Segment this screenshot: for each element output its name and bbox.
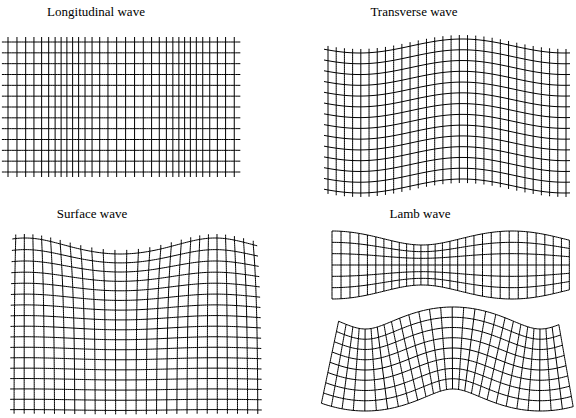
grid-line [492,38,493,186]
grid-line [2,128,240,129]
grid-line [451,35,452,183]
lamb-antisymmetric-grid [321,307,573,411]
grid-line [533,46,534,194]
longitudinal-grid [2,37,240,177]
grid-line [146,247,149,414]
grid-line [10,399,262,401]
grid-line [11,326,261,330]
grid-line [401,44,402,192]
grid-line [336,317,560,339]
grid-line [467,35,468,183]
transverse-grid [324,35,570,197]
grid-line [410,42,411,190]
grid-line [557,49,558,197]
grid-line [369,49,370,197]
grid-line [385,47,386,195]
grid-line [2,85,240,86]
surface-grid [10,234,262,414]
grid-line [434,37,435,185]
grid-line [10,358,261,360]
grid-line [418,40,419,188]
grid-line [344,48,345,196]
grid-line [332,285,569,299]
grid-line [2,74,240,75]
grid-line [10,409,262,411]
grid-line [442,36,443,184]
grid-line [332,242,569,251]
grid-line [475,36,476,184]
wave-title: Surface wave [57,207,127,221]
grid-line [2,117,240,118]
grid-line [2,139,240,140]
grid-line [508,41,509,189]
grid-line [321,389,573,411]
lamb-symmetric-grid [332,231,569,299]
grid-line [12,261,259,272]
grid-line [10,368,261,370]
grid-line [549,48,550,196]
grid-line [92,247,95,414]
grid-line [339,307,559,329]
grid-line [11,305,261,310]
grid-line [2,42,240,43]
grid-line [483,37,484,185]
grid-line [2,63,240,64]
grid-line [330,348,566,370]
grid-line [334,328,562,350]
grid-line [541,47,542,195]
grid-line [11,316,261,320]
grid-line [566,49,567,197]
grid-line [10,389,261,390]
grid-line [2,107,240,108]
grid-line [332,338,564,360]
grid-line [332,278,569,287]
grid-line [2,161,240,162]
grid-line [336,47,337,195]
grid-line [524,44,525,192]
grid-line [10,337,261,340]
grid-line [10,379,261,380]
grid-line [516,43,517,191]
grid-line [157,245,161,414]
grid-line [328,46,329,194]
grid-line [11,294,260,300]
grid-line [2,96,240,97]
grid-line [2,150,240,151]
grid-line [324,179,570,193]
wave-title: Longitudinal wave [47,5,145,19]
grid-line [11,272,259,281]
grid-line [10,347,261,349]
grid-line [360,49,361,197]
grid-line [459,35,460,183]
grid-line [332,272,569,277]
grid-line [2,172,240,173]
grid-line [11,283,260,291]
grid-line [500,39,501,187]
wave-title: Lamb wave [389,207,450,221]
grid-line [332,254,569,259]
grid-line [377,48,378,196]
wave-title: Transverse wave [370,5,457,19]
grid-line [426,39,427,187]
grid-line [332,265,569,266]
grid-line [81,245,85,414]
grid-line [2,52,240,53]
grid-line [352,49,353,197]
grid-line [393,46,394,194]
